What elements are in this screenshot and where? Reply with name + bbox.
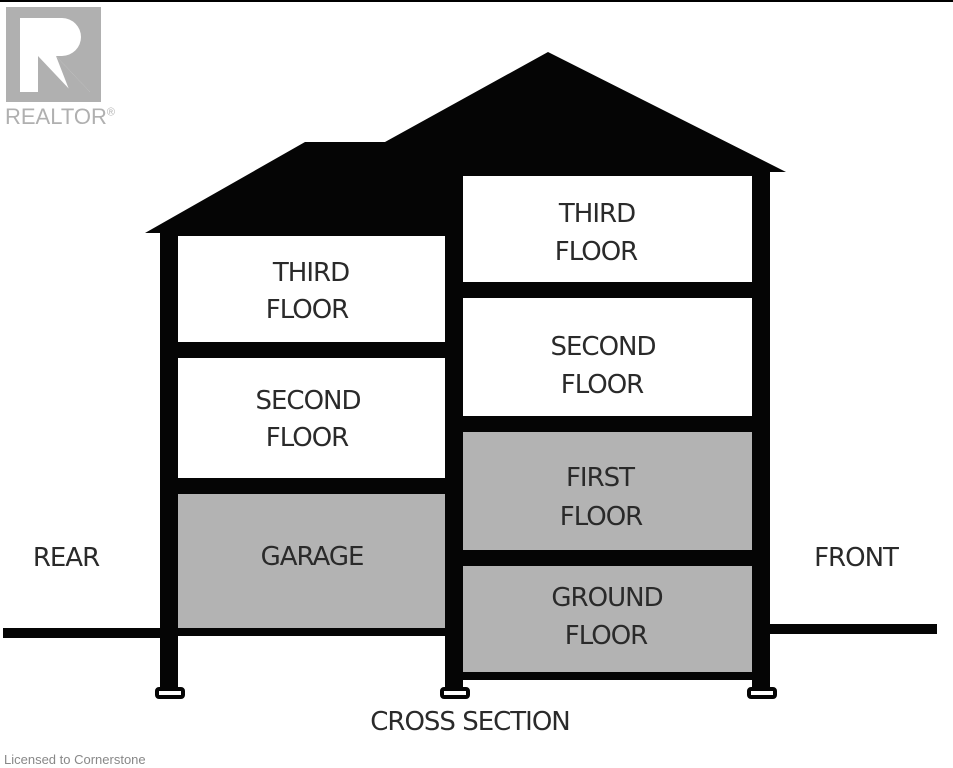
- realtor-logo-text: REALTOR®: [5, 104, 115, 130]
- rear-label: REAR: [33, 543, 100, 573]
- top-border: [0, 0, 953, 2]
- front-first-label-2: FLOOR: [560, 502, 643, 532]
- front-first-floor: [463, 432, 752, 550]
- front-ground-floor: [463, 566, 752, 672]
- rear-third-label-1: THIRD: [272, 258, 349, 288]
- front-third-floor: [463, 176, 752, 282]
- cross-section-caption: CROSS SECTION: [370, 707, 570, 737]
- ground-line-front: [770, 624, 937, 634]
- front-third-label-2: FLOOR: [555, 237, 638, 267]
- front-second-floor: [463, 298, 752, 416]
- front-ground-label-2: FLOOR: [565, 621, 648, 651]
- realtor-logo: [6, 7, 101, 102]
- front-second-label-2: FLOOR: [561, 370, 644, 400]
- front-first-label-1: FIRST: [566, 463, 635, 493]
- roof: [145, 52, 786, 233]
- front-third-label-1: THIRD: [558, 199, 635, 229]
- registered-mark: ®: [106, 106, 115, 119]
- front-label: FRONT: [814, 543, 899, 573]
- middle-wall-foundation: [445, 636, 463, 690]
- front-wall-foundation: [752, 676, 770, 690]
- rear-second-label-1: SECOND: [255, 386, 360, 416]
- front-second-label-1: SECOND: [550, 332, 655, 362]
- garage: [178, 494, 445, 628]
- footings: [155, 687, 777, 699]
- rear-third-floor: [178, 236, 445, 342]
- rear-second-label-2: FLOOR: [266, 423, 349, 453]
- ground-line-rear: [3, 628, 163, 638]
- rear-second-floor: [178, 358, 445, 478]
- front-ground-label-1: GROUND: [551, 583, 662, 613]
- garage-label: GARAGE: [261, 542, 364, 572]
- logo-word: REALTOR: [5, 104, 107, 129]
- license-text: Licensed to Cornerstone: [4, 752, 146, 767]
- rear-third-label-2: FLOOR: [266, 295, 349, 325]
- rear-wall-foundation: [160, 630, 178, 690]
